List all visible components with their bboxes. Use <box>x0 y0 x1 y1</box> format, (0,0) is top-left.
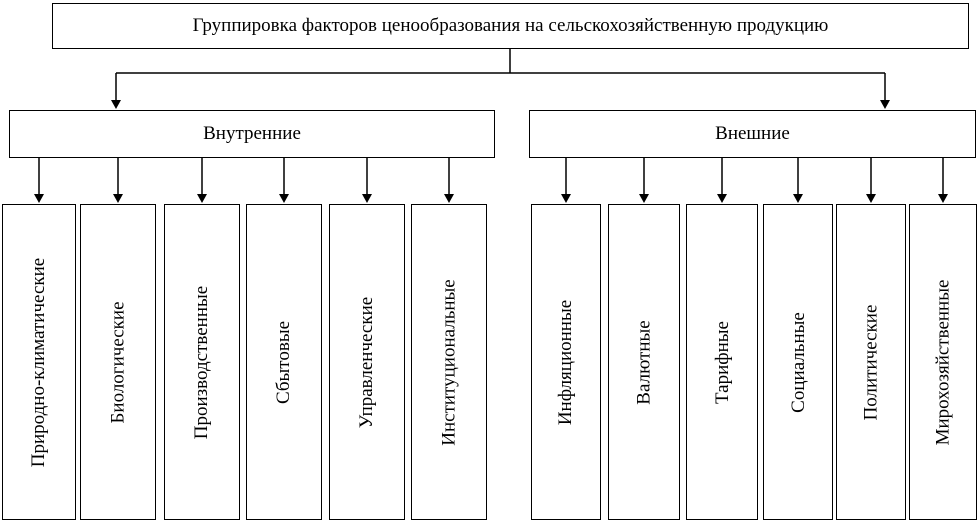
factor-external-4-box: Социальные <box>763 204 833 520</box>
group-external-label: Внешние <box>715 123 790 144</box>
factor-external-3-label: Тарифные <box>711 320 733 404</box>
factor-arrow-head-9 <box>717 194 727 203</box>
factor-external-3-box: Тарифные <box>686 204 758 520</box>
factor-arrow-head-7 <box>561 194 571 203</box>
factor-arrow-head-6 <box>444 194 454 203</box>
factor-arrow-head-3 <box>197 194 207 203</box>
factor-internal-6-label: Институциональные <box>438 278 460 446</box>
factor-internal-3-box: Производственные <box>164 204 240 520</box>
factor-external-1-box: Инфляционные <box>531 204 601 520</box>
factor-internal-1-label: Природно-климатические <box>28 257 50 467</box>
factor-internal-2-box: Биологические <box>80 204 156 520</box>
factor-internal-4-box: Сбытовые <box>246 204 322 520</box>
factor-external-2-label: Валютные <box>633 319 655 405</box>
factor-external-5-box: Политические <box>836 204 906 520</box>
diagram-title-box: Группировка факторов ценообразования на … <box>52 3 969 49</box>
factor-arrow-head-8 <box>639 194 649 203</box>
group-external-box: Внешние <box>529 110 976 158</box>
factor-internal-2-label: Биологические <box>107 301 129 423</box>
factor-arrow-head-2 <box>113 194 123 203</box>
group-internal-box: Внутренние <box>9 110 495 158</box>
factor-arrow-head-11 <box>866 194 876 203</box>
factor-external-6-box: Мирохозяйственные <box>909 204 977 520</box>
factor-internal-1-box: Природно-климатические <box>2 204 76 520</box>
factor-arrow-head-4 <box>279 194 289 203</box>
factor-external-1-label: Инфляционные <box>555 299 577 425</box>
factor-arrow-head-12 <box>938 194 948 203</box>
factor-internal-6-box: Институциональные <box>411 204 487 520</box>
factor-external-2-box: Валютные <box>608 204 680 520</box>
factor-arrow-head-10 <box>793 194 803 203</box>
factor-internal-3-label: Производственные <box>191 285 213 439</box>
factor-external-6-label: Мирохозяйственные <box>932 279 954 445</box>
group-internal-label: Внутренние <box>203 123 301 144</box>
factor-arrow-head-5 <box>362 194 372 203</box>
factor-external-5-label: Политические <box>860 304 882 420</box>
factor-arrow-head-1 <box>34 194 44 203</box>
factor-internal-5-label: Управленческие <box>356 296 378 428</box>
diagram-title: Группировка факторов ценообразования на … <box>192 15 829 36</box>
factor-internal-4-label: Сбытовые <box>273 320 295 404</box>
factor-external-4-label: Социальные <box>787 311 809 413</box>
factor-internal-5-box: Управленческие <box>329 204 405 520</box>
